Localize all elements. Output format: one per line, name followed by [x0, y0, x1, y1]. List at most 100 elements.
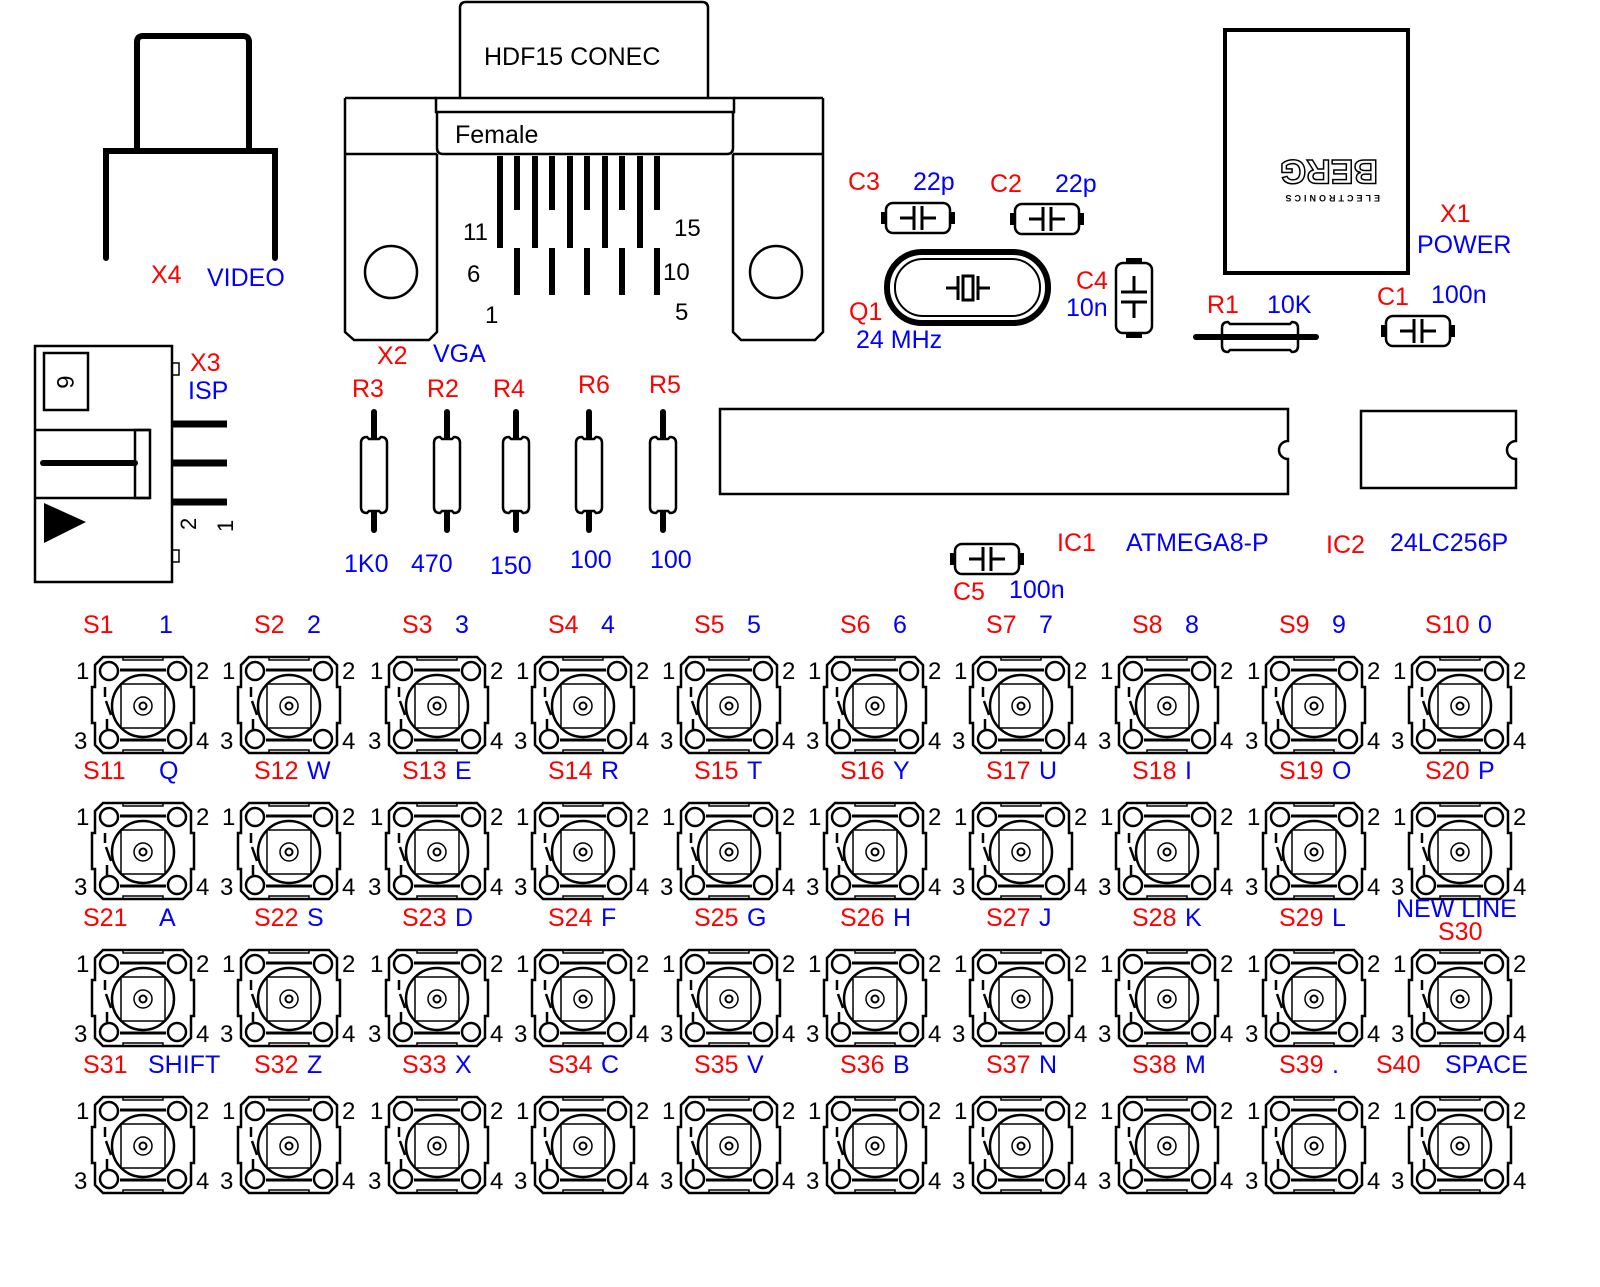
switch-outline [1407, 948, 1513, 1048]
switch-pin-4: 4 [636, 874, 649, 901]
switch-pad [1044, 953, 1066, 975]
switch-pad [244, 660, 266, 682]
capacitor-c5[interactable] [950, 542, 1024, 576]
capacitor-c1[interactable] [1381, 314, 1455, 348]
switch-symbol [397, 980, 407, 1022]
switch-pin-4: 4 [1367, 728, 1380, 755]
switch-outline [384, 948, 490, 1048]
switch-pin-1: 1 [370, 658, 383, 685]
switch-pad [1122, 728, 1144, 750]
switch-pin-1: 1 [370, 804, 383, 831]
switch-pin-4: 4 [1074, 1021, 1087, 1048]
resistor-r5[interactable] [648, 409, 678, 533]
switch-key-label: 4 [601, 611, 615, 639]
switch-plunger-dot [1016, 994, 1026, 1004]
switch-plunger [120, 829, 166, 875]
switch-pin-1: 1 [222, 1098, 235, 1125]
resistor-r1[interactable] [1193, 320, 1319, 354]
switch-pin-2: 2 [928, 1098, 941, 1125]
isp-pin-1: 1 [213, 520, 238, 532]
resistor-r2[interactable] [432, 409, 462, 533]
switch-plunger-dot [870, 701, 880, 711]
switch-pad [244, 728, 266, 750]
switch-top-notch [708, 1096, 750, 1101]
switch-bottom-notch [1439, 1042, 1481, 1047]
switch-pad [244, 1100, 266, 1122]
resistor-r6[interactable] [574, 409, 604, 533]
switch-symbol [103, 687, 113, 729]
ic2-eeprom-dip[interactable] [1359, 409, 1518, 490]
switch-plunger-ring [1281, 1113, 1347, 1179]
isp-connector-x3[interactable]: 6 2 1 [33, 344, 238, 584]
capacitor-c3[interactable] [881, 201, 955, 235]
crystal-q1[interactable] [884, 249, 1051, 326]
switch-plunger-dot [578, 847, 588, 857]
capacitor-c2[interactable] [1010, 202, 1084, 236]
vga-connector-x2[interactable] [343, 0, 825, 342]
switch-pin-3: 3 [368, 1168, 381, 1195]
switch-plunger [414, 829, 460, 875]
switch-plunger-center [1157, 989, 1177, 1009]
switch-symbol [543, 1127, 553, 1169]
resistor-r4[interactable] [501, 409, 531, 533]
switch-bottom-notch [708, 1189, 750, 1194]
switch-ref-label: S20 [1425, 757, 1469, 785]
capacitor-c4[interactable] [1114, 258, 1154, 338]
switch-plunger-ring [256, 673, 322, 739]
switch-top-notch [268, 1096, 310, 1101]
switch-pad [898, 806, 920, 828]
switch-outline [822, 1095, 928, 1195]
ic1-atmega8-dip[interactable] [718, 407, 1290, 496]
power-connector-x1[interactable]: ELECTRONICS BERG [1223, 28, 1410, 275]
switch-pad [244, 1168, 266, 1190]
switch-pin-4: 4 [1367, 1021, 1380, 1048]
switch-pin-4: 4 [490, 1168, 503, 1195]
switch-plunger-ring [842, 673, 908, 739]
switch-pad [752, 806, 774, 828]
resistor-r3[interactable] [359, 409, 389, 533]
video-connector-x4[interactable] [103, 33, 278, 261]
switch-pad [1269, 660, 1291, 682]
vga-pin-1: 1 [485, 302, 498, 329]
